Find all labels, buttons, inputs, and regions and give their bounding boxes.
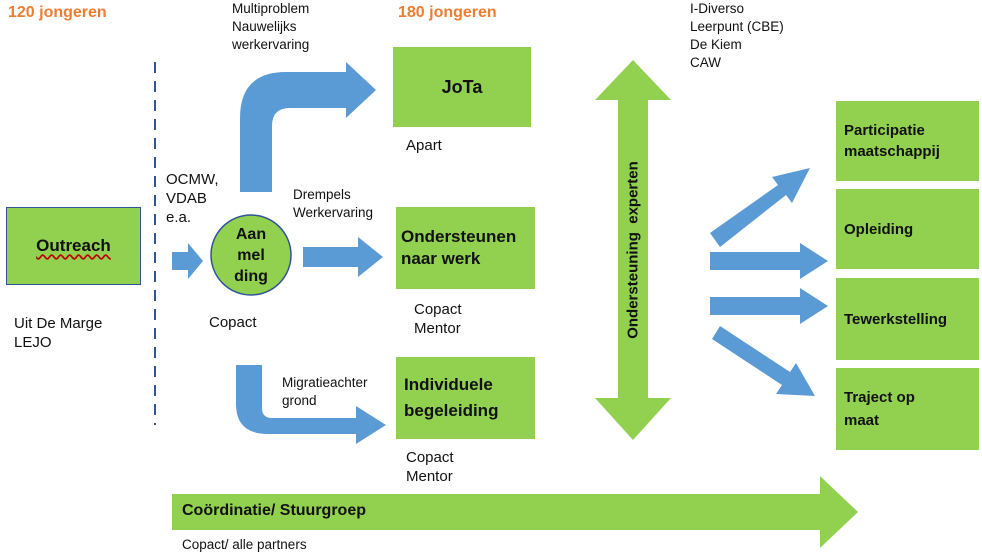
individuele-box: Individuele begeleiding (396, 357, 535, 439)
drempels-label: Drempels Werkervaring (293, 187, 374, 220)
aanmelding-partner-label: Copact (209, 314, 257, 331)
outreach-sources-label: Uit De Marge LEJO (14, 315, 103, 351)
coordination-sub-label: Copact/ alle partners (182, 537, 307, 552)
arrow-to-participatie (710, 168, 810, 247)
arrow-to-aanmelding (172, 243, 203, 279)
arrow-to-ondersteunen (303, 237, 383, 277)
arrow-to-individuele (236, 365, 386, 444)
middle-count-label: 180 jongeren (398, 4, 497, 21)
migratie-label: Migratieachter grond (282, 375, 368, 408)
participatie-label: Participatie maatschappij (844, 122, 940, 160)
experts-label: Ondersteuning experten (624, 161, 642, 339)
arrow-to-opleiding (710, 243, 828, 279)
arrow-to-jota (240, 62, 376, 192)
partners-right-label: I-Diverso Leerpunt (CBE) De Kiem CAW (690, 1, 784, 70)
participatie-box: Participatie maatschappij (836, 101, 979, 181)
multiproblem-label: Multiproblem Nauwelijks werkervaring (232, 1, 310, 52)
jota-label: JoTa (441, 76, 483, 97)
jota-sub-label: Apart (406, 137, 442, 154)
arrow-to-traject (712, 326, 815, 396)
aanmelding-box: Aan mel ding (211, 218, 291, 292)
opleiding-label: Opleiding (844, 220, 914, 238)
traject-box: Traject op maat (836, 368, 979, 450)
outreach-box: Outreach (6, 207, 141, 285)
aanmelding-circle (210, 214, 292, 296)
experts-double-arrow (595, 60, 671, 440)
ondersteunen-box: Ondersteunen naar werk (396, 207, 535, 289)
tewerkstelling-box: Tewerkstelling (836, 278, 979, 360)
ondersteunen-sub-label: Copact Mentor (414, 301, 462, 337)
tewerkstelling-label: Tewerkstelling (844, 310, 948, 328)
coordination-label: Coördinatie/ Stuurgroep (182, 502, 366, 519)
aanmelding-label: Aan mel ding (234, 225, 268, 285)
opleiding-box: Opleiding (836, 189, 979, 269)
referrers-label: OCMW, VDAB e.a. (166, 171, 219, 226)
jota-box: JoTa (393, 47, 531, 127)
arrow-to-tewerkstelling (710, 288, 828, 324)
outreach-box-label: Outreach (36, 236, 111, 255)
coordination-arrow (172, 476, 858, 548)
ondersteunen-label: Ondersteunen naar werk (401, 227, 517, 268)
individueel-sub-label: Copact Mentor (406, 449, 454, 485)
traject-label: Traject op maat (844, 389, 915, 429)
left-count-label: 120 jongeren (8, 4, 107, 21)
individuele-label: Individuele begeleiding (404, 375, 499, 420)
